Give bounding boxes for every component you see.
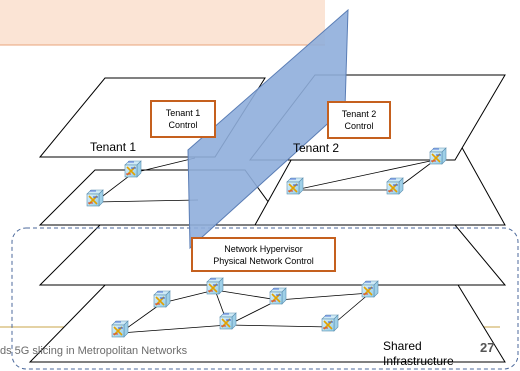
hypervisor-box: Network Hypervisor Physical Network Cont… [191, 237, 336, 272]
tenant2-label: Tenant 2 [293, 141, 340, 155]
shared-infrastructure-line1: Shared [383, 339, 422, 353]
tenant2-control-line1: Tenant 2 [341, 109, 377, 119]
tenant1-control-box: Tenant 1 Control [150, 100, 216, 138]
top-banner [0, 0, 325, 45]
tenant1-control-line2: Control [168, 120, 198, 130]
shared-infrastructure-label: Shared Infrastructure [383, 339, 454, 369]
hypervisor-line1: Network Hypervisor [224, 243, 303, 254]
hypervisor-line2: Physical Network Control [213, 255, 314, 266]
tenant1-control-line1: Tenant 1 [165, 108, 201, 118]
page-number: 27 [480, 340, 495, 355]
footer-title: ds 5G slicing in Metropolitan Networks [0, 345, 188, 357]
tenant2-control-line2: Control [344, 121, 374, 131]
shared-infrastructure-line2: Infrastructure [383, 354, 454, 368]
hypervisor-dashed-region [11, 227, 519, 370]
tenant2-control-box: Tenant 2 Control [327, 101, 391, 139]
tenant1-label: Tenant 1 [90, 140, 137, 154]
